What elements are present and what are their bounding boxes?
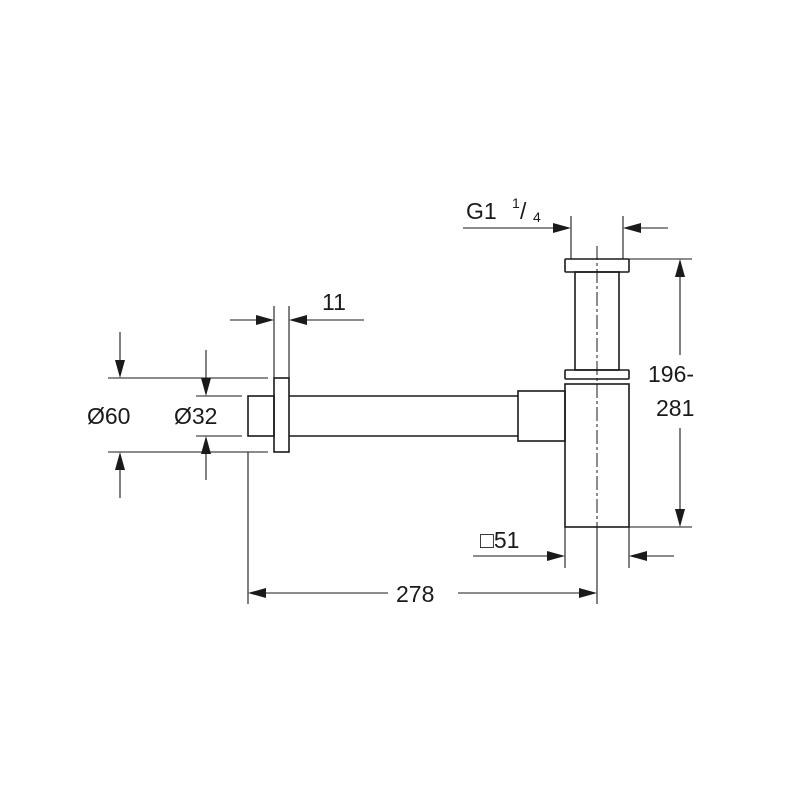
pipe-nut	[517, 390, 566, 442]
body-width-label: □51	[480, 527, 519, 553]
total-length-dimension: 278	[247, 452, 598, 607]
pipe-diameter-label: Ø32	[174, 403, 217, 429]
thread-fraction-slash: /	[520, 198, 527, 224]
total-length-label: 278	[396, 581, 434, 607]
rosette-diameter-label: Ø60	[87, 403, 130, 429]
wall-rosette	[273, 377, 290, 453]
thread-fraction-bottom: 4	[533, 209, 541, 225]
flange-thickness-dimension: 11	[230, 289, 364, 378]
rosette-diameter-dimension: Ø60	[87, 332, 268, 498]
thread-label: G1	[466, 198, 497, 224]
thread-fraction-top: 1	[512, 195, 520, 211]
siphon-outline	[247, 246, 630, 600]
flange-thickness-label: 11	[322, 289, 346, 315]
wall-stub	[247, 395, 275, 437]
height-dimension: 196- 281	[629, 258, 694, 528]
thread-dimension: G1 1 / 4	[463, 195, 668, 259]
body-width-dimension: □51	[473, 527, 674, 568]
height-label-line2: 281	[656, 395, 694, 421]
height-label-line1: 196-	[648, 361, 694, 387]
pipe-diameter-dimension: Ø32	[174, 350, 242, 480]
